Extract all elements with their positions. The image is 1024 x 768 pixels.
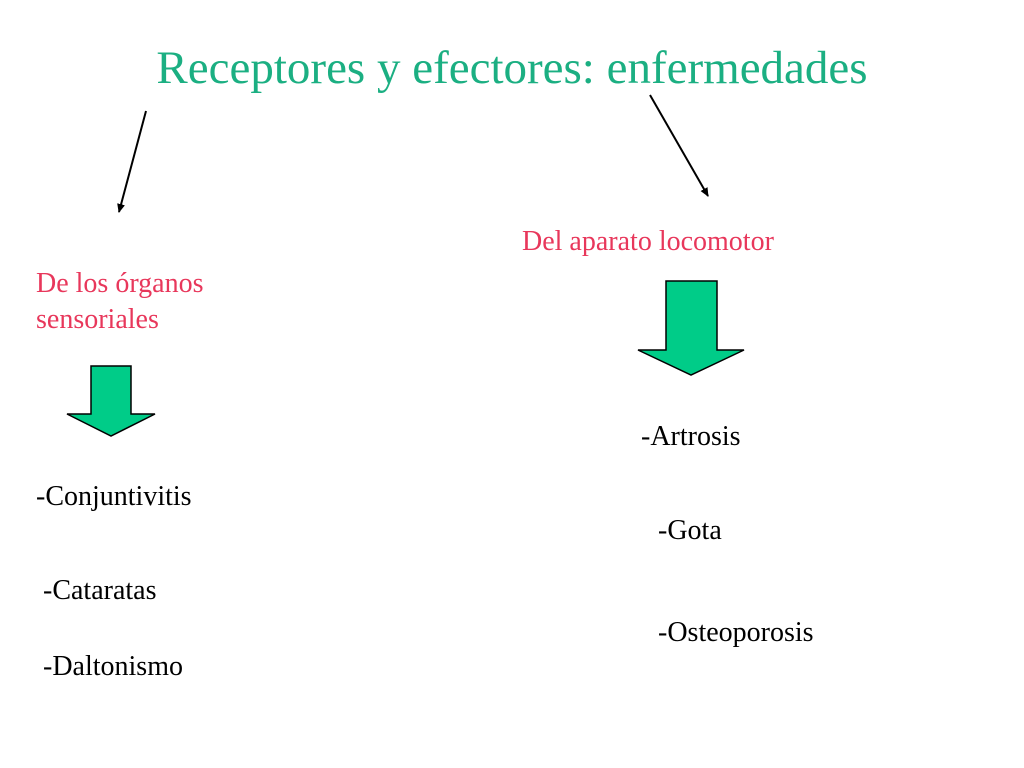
block-arrow-down-left-shape bbox=[66, 365, 156, 437]
block-arrow-down-left bbox=[66, 365, 156, 437]
connector-arrow-right bbox=[649, 94, 709, 197]
list-item-artrosis: -Artrosis bbox=[641, 421, 741, 452]
branch-heading-sensory-line1: De los órganos bbox=[36, 268, 204, 299]
block-arrow-down-right-shape bbox=[637, 280, 745, 376]
block-arrow-down-right bbox=[637, 280, 745, 376]
branch-heading-locomotor: Del aparato locomotor bbox=[522, 226, 774, 257]
connector-arrow-left bbox=[117, 110, 147, 213]
list-item-gota: -Gota bbox=[658, 515, 722, 546]
list-item-daltonismo: -Daltonismo bbox=[43, 651, 183, 682]
branch-heading-sensory: De los órganos sensoriales bbox=[36, 266, 203, 338]
list-item-conjuntivitis: -Conjuntivitis bbox=[36, 481, 192, 512]
list-item-osteoporosis: -Osteoporosis bbox=[658, 617, 814, 648]
branch-heading-sensory-line2: sensoriales bbox=[36, 304, 159, 335]
slide-title: Receptores y efectores: enfermedades bbox=[156, 42, 868, 94]
list-item-cataratas: -Cataratas bbox=[43, 575, 157, 606]
